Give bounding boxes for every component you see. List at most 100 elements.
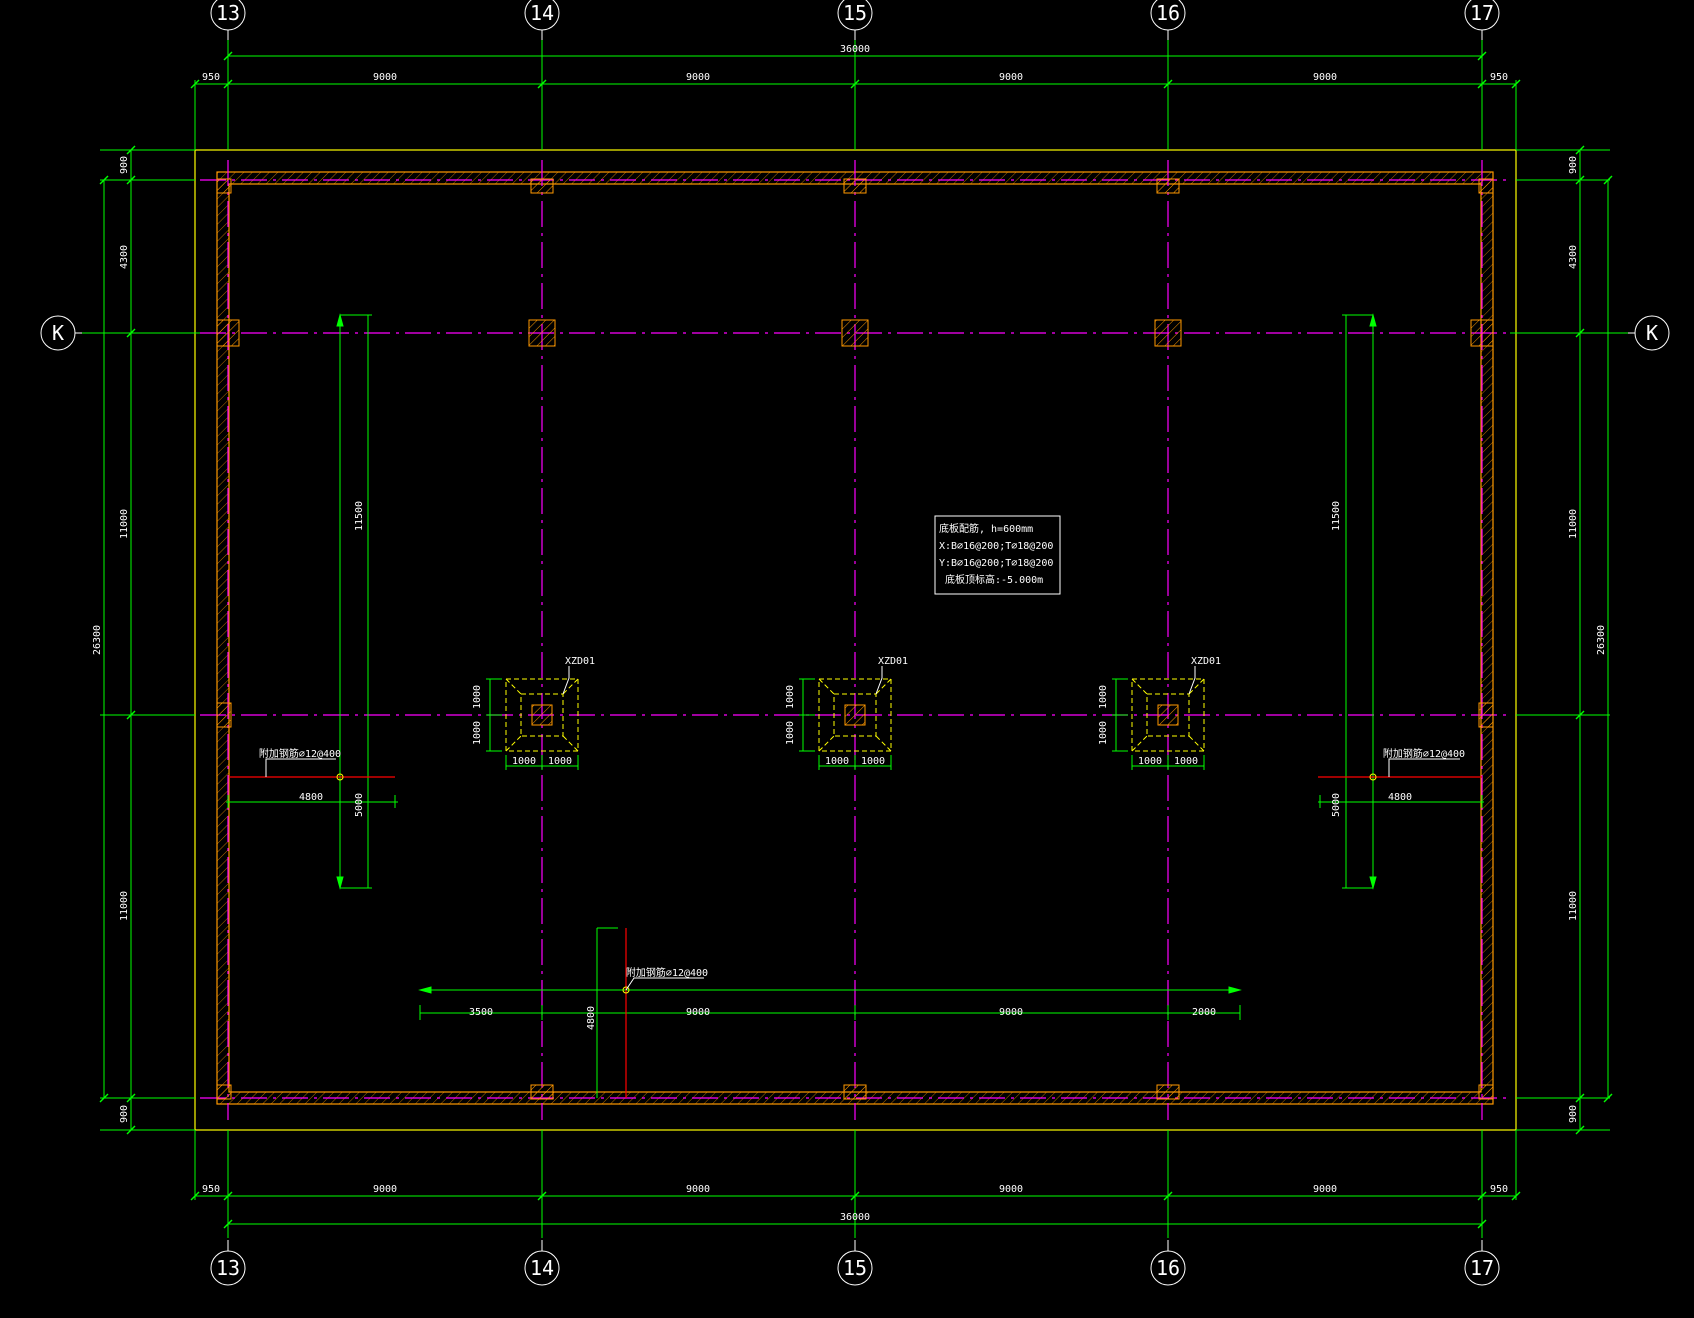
bubble-leaders (75, 30, 1635, 1251)
left-rebar-width: 4800 (299, 792, 323, 803)
bottom-rebar-seg: 3500 (469, 1007, 493, 1018)
right-seg-dim: 900 (1568, 1105, 1579, 1123)
bottom-seg-dim: 9000 (1313, 1184, 1337, 1195)
right-rebar-width: 4800 (1388, 792, 1412, 803)
bottom-rebar-height: 4800 (586, 1006, 597, 1030)
cap-dim-h: 1000 (825, 756, 849, 767)
rebar-node (1369, 773, 1377, 781)
axis-label-17: 17 (1470, 1256, 1494, 1280)
right-seg-dim: 11000 (1568, 509, 1579, 539)
axis-label-16: 16 (1156, 1, 1180, 25)
left-seg-dim: 900 (119, 156, 130, 174)
spec-line: 底板配筋, h=600mm (939, 522, 1033, 535)
left-rebar-length: 11500 (354, 501, 365, 531)
rebar-node (336, 773, 344, 781)
bottom-seg-dim: 9000 (686, 1184, 710, 1195)
top-total-dim: 36000 (840, 44, 870, 55)
bottom-rebar-label: 附加钢筋⌀12@400 (626, 966, 708, 979)
top-seg-dim: 9000 (686, 72, 710, 83)
cap-texts: XZD01 XZD01 XZD01 1000 1000 1000 1000 10… (472, 656, 1221, 767)
cap-dim-v: 1000 (785, 721, 796, 745)
top-seg-dim: 950 (202, 72, 220, 83)
column-cap (818, 678, 892, 752)
left-dimensions (99, 145, 136, 1135)
top-seg-dim: 9000 (373, 72, 397, 83)
top-seg-dim: 950 (1490, 72, 1508, 83)
bottom-seg-dim: 9000 (999, 1184, 1023, 1195)
axis-label-17: 17 (1470, 1, 1494, 25)
column-cap (1131, 678, 1205, 752)
left-total-dim: 26300 (92, 625, 103, 655)
cap-dim-lines (486, 678, 1205, 770)
axis-label-k: K (52, 321, 64, 345)
cap-column (844, 704, 866, 726)
cap-leaders (562, 666, 1196, 695)
cap-outer (505, 678, 579, 752)
bottom-rebar-seg: 9000 (999, 1007, 1023, 1018)
cap-column (531, 704, 553, 726)
cap-dim-h: 1000 (512, 756, 536, 767)
cap-outer (818, 678, 892, 752)
cap-inner (833, 693, 877, 737)
cap-inner (1146, 693, 1190, 737)
column-cap (505, 678, 579, 752)
bottom-rebar-seg: 9000 (686, 1007, 710, 1018)
axis-label-15: 15 (843, 1, 867, 25)
right-rebar-length: 11500 (1331, 501, 1342, 531)
cap-label: XZD01 (878, 656, 908, 667)
cap-dim-h: 1000 (1138, 756, 1162, 767)
right-seg-dim: 4300 (1568, 245, 1579, 269)
cap-dim-h: 1000 (548, 756, 572, 767)
cap-dim-v: 1000 (1098, 721, 1109, 745)
right-rebar-height: 5000 (1331, 793, 1342, 817)
right-additional-rebar: 附加钢筋⌀12@400 11500 4800 5000 (1318, 313, 1484, 890)
left-rebar-label: 附加钢筋⌀12@400 (259, 747, 341, 760)
left-dimension-texts: 26300 900 4300 11000 11000 900 (92, 156, 130, 1123)
right-seg-dim: 11000 (1568, 891, 1579, 921)
right-rebar-label: 附加钢筋⌀12@400 (1383, 747, 1465, 760)
cap-dim-v: 1000 (1098, 685, 1109, 709)
cap-dim-v: 1000 (472, 721, 483, 745)
top-seg-dim: 9000 (1313, 72, 1337, 83)
axis-label-14: 14 (530, 1, 554, 25)
left-seg-dim: 900 (119, 1105, 130, 1123)
spec-box (934, 515, 1061, 595)
spec-line: Y:B⌀16@200;T⌀18@200 (939, 558, 1053, 569)
bottom-total-dim: 36000 (840, 1212, 870, 1223)
right-dimensions (1575, 145, 1613, 1135)
axis-label-13: 13 (216, 1, 240, 25)
bottom-dimension-texts: 950 9000 9000 9000 9000 950 36000 (202, 1184, 1508, 1223)
cap-dim-h: 1000 (1174, 756, 1198, 767)
cap-dim-h: 1000 (861, 756, 885, 767)
cap-inner (520, 693, 564, 737)
bottom-dimensions (190, 1191, 1521, 1229)
left-seg-dim: 11000 (119, 891, 130, 921)
axis-label-14: 14 (530, 1256, 554, 1280)
spec-line: X:B⌀16@200;T⌀18@200 (939, 541, 1053, 552)
top-dimension-texts: 36000 950 9000 9000 9000 9000 950 (202, 44, 1508, 83)
cap-dim-v: 1000 (472, 685, 483, 709)
cap-column (1157, 704, 1179, 726)
left-seg-dim: 4300 (119, 245, 130, 269)
bottom-additional-rebar: 附加钢筋⌀12@400 3500 9000 9000 2000 4800 (418, 927, 1242, 1098)
cap-label: XZD01 (1191, 656, 1221, 667)
right-dimension-texts: 900 4300 11000 11000 900 26300 (1568, 156, 1607, 1123)
wall-columns (216, 178, 1494, 1100)
extension-lines (80, 28, 1635, 1238)
axis-bubbles (40, 0, 1670, 1286)
top-seg-dim: 9000 (999, 72, 1023, 83)
axis-bubble-labels: 13 14 15 16 17 13 14 15 16 17 K K (52, 1, 1658, 1280)
right-total-dim: 26300 (1596, 625, 1607, 655)
bottom-seg-dim: 9000 (373, 1184, 397, 1195)
bottom-seg-dim: 950 (202, 1184, 220, 1195)
cap-dim-v: 1000 (785, 685, 796, 709)
bottom-rebar-seg: 2000 (1192, 1007, 1216, 1018)
axis-label-13: 13 (216, 1256, 240, 1280)
bottom-seg-dim: 950 (1490, 1184, 1508, 1195)
left-seg-dim: 11000 (119, 509, 130, 539)
cap-outer (1131, 678, 1205, 752)
top-dimensions (190, 51, 1521, 89)
axis-label-15: 15 (843, 1256, 867, 1280)
